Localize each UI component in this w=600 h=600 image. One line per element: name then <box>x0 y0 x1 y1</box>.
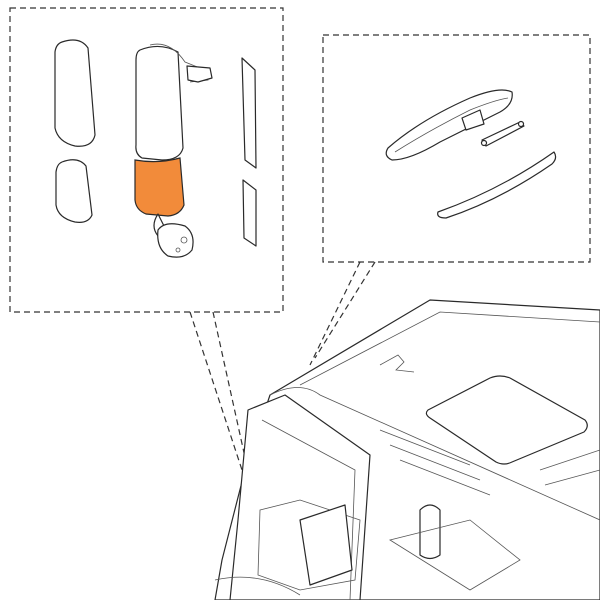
lower-mirror-glass-right[interactable] <box>242 179 257 247</box>
lower-mirror-housing-highlighted[interactable] <box>134 157 185 237</box>
truck-cab <box>214 299 600 600</box>
lower-mirror-glass-left[interactable] <box>55 159 93 223</box>
visor-callout-box <box>322 34 591 263</box>
leader-line-right-2 <box>309 261 361 366</box>
upper-mirror-glass-left[interactable] <box>54 39 96 147</box>
visor-clip <box>461 109 485 131</box>
leader-line-left-1 <box>189 311 243 471</box>
upper-mirror-housing[interactable] <box>135 43 213 161</box>
cab-door <box>299 504 353 586</box>
visor-trim-strip[interactable] <box>437 151 557 219</box>
roof-hatch <box>425 375 588 465</box>
sun-visor[interactable] <box>385 89 513 161</box>
visor-bracket[interactable] <box>480 120 525 147</box>
mirror-mount-bracket <box>186 65 213 83</box>
upper-mirror-glass-right[interactable] <box>241 57 257 169</box>
mirror-callout-box <box>9 7 284 313</box>
air-filter <box>419 504 441 560</box>
leader-line-right-1 <box>314 261 376 359</box>
mirror-mount-arm[interactable] <box>157 223 194 258</box>
